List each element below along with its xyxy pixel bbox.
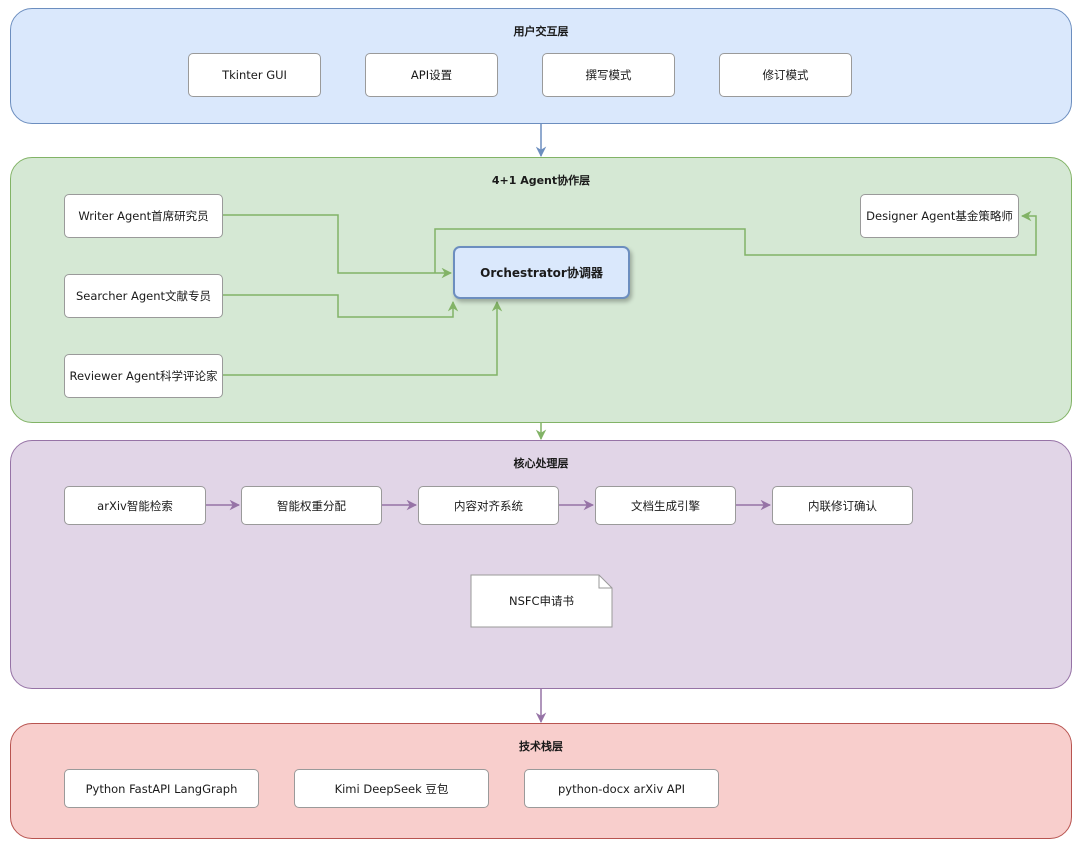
- content-alignment-box: 内容对齐系统: [418, 486, 559, 525]
- edge-reviewer-to-orchestrator: [223, 300, 503, 376]
- writing-mode-box: 撰写模式: [542, 53, 675, 97]
- orchestrator-box: Orchestrator协调器: [453, 246, 630, 299]
- inline-revision-box: 内联修订确认: [772, 486, 913, 525]
- nsfc-document-label: NSFC申请书: [508, 594, 575, 608]
- edge-searcher-to-orchestrator: [223, 294, 459, 318]
- edge-orchestrator-to-designer: [434, 210, 1037, 273]
- arxiv-search-box: arXiv智能检索: [64, 486, 206, 525]
- docx-arxiv-stack-box: python-docx arXiv API: [524, 769, 719, 808]
- document-shape: [470, 574, 613, 628]
- core-processing-layer: 核心处理层: [10, 440, 1072, 689]
- python-stack-box: Python FastAPI LangGraph: [64, 769, 259, 808]
- writer-agent-box: Writer Agent首席研究员: [64, 194, 223, 238]
- layer-title: 用户交互层: [513, 25, 569, 38]
- llm-stack-box: Kimi DeepSeek 豆包: [294, 769, 489, 808]
- document-generation-box: 文档生成引擎: [595, 486, 736, 525]
- document-fold: [598, 575, 612, 589]
- searcher-agent-box: Searcher Agent文献专员: [64, 274, 223, 318]
- user-interaction-layer: 用户交互层: [10, 8, 1072, 124]
- layer-title: 核心处理层: [513, 457, 569, 470]
- weight-allocation-box: 智能权重分配: [241, 486, 382, 525]
- reviewer-agent-box: Reviewer Agent科学评论家: [64, 354, 223, 398]
- edge-writer-to-orchestrator: [223, 214, 453, 279]
- layer-title: 技术栈层: [519, 740, 563, 753]
- layer-title: 4+1 Agent协作层: [491, 174, 591, 187]
- revision-mode-box: 修订模式: [719, 53, 852, 97]
- api-settings-box: API设置: [365, 53, 498, 97]
- designer-agent-box: Designer Agent基金策略师: [860, 194, 1019, 238]
- tkinter-gui-box: Tkinter GUI: [188, 53, 321, 97]
